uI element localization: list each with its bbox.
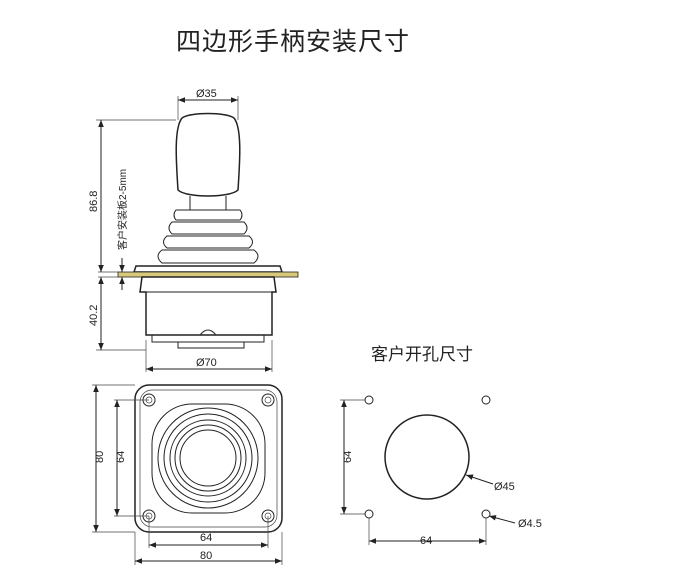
dim-height-below: 40.2 [88,305,100,326]
cutout-title: 客户开孔尺寸 [371,345,473,365]
cutout-mount-hole [481,509,491,519]
dim-outer-height: 80 [94,451,106,463]
dim-center-hole: Ø45 [494,481,515,493]
corner-mount-holes [142,393,275,523]
cutout-mount-hole [364,509,374,519]
dim-cutout-spacing-h: 64 [420,535,432,547]
cutout-mount-hole [481,395,491,405]
side-view: Ø35 86.8 客户安装板2-5mm 40.2 Ø70 [88,88,299,372]
mounting-flange [132,265,284,273]
dim-height-above: 86.8 [88,191,100,212]
dim-mount-hole: Ø4.5 [518,518,542,530]
joystick-knob [175,112,241,197]
top-view: 80 64 64 80 [92,384,283,565]
dim-hole-spacing-h: 64 [200,532,212,544]
cutout-center-hole [384,414,470,500]
square-flange [134,384,283,533]
drawing-title: 四边形手柄安装尺寸 [176,27,411,56]
cutout-mount-hole [364,395,374,405]
cutout-view: 64 Ø45 64 Ø4.5 [340,395,542,547]
dim-top-diameter: Ø35 [196,88,217,100]
dim-body-diameter: Ø70 [196,357,217,369]
dim-outer-width: 80 [200,550,212,562]
panel-thickness-note: 客户安装板2-5mm [116,169,129,250]
bellows-boot [157,209,259,264]
housing-body [139,276,277,336]
boot-rings [151,403,266,514]
dim-cutout-spacing-v: 64 [342,451,354,463]
dim-hole-spacing-v: 64 [115,451,127,463]
